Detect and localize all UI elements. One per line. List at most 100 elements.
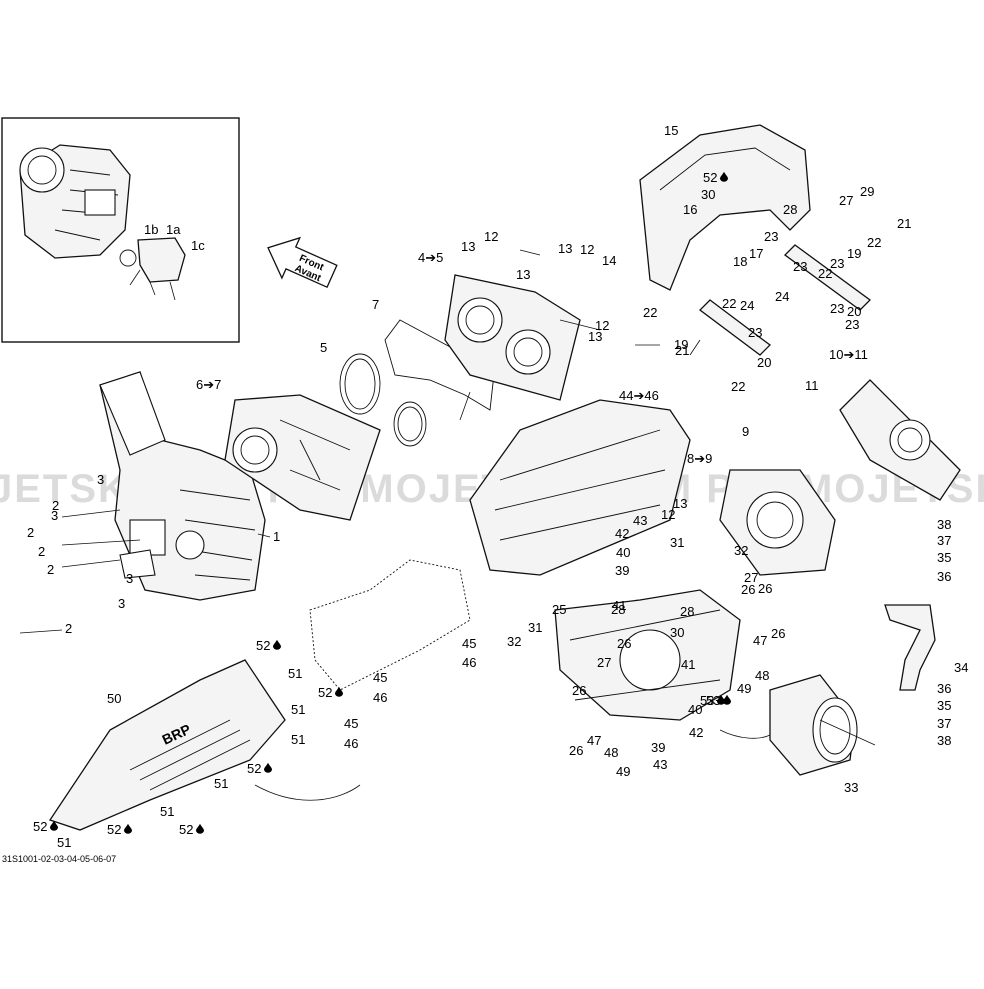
callout-1b: 1b bbox=[144, 222, 158, 237]
callout-21: 21 bbox=[675, 343, 689, 358]
callout-13: 13 bbox=[558, 241, 572, 256]
callout-19: 19 bbox=[674, 337, 688, 352]
callout-13: 13 bbox=[588, 329, 602, 344]
callout-44-to-46: 44➔46 bbox=[619, 388, 659, 403]
callout-26: 26 bbox=[572, 683, 586, 698]
intercooler-plate bbox=[444, 274, 581, 401]
callout-45: 45 bbox=[373, 670, 387, 685]
callout-46: 46 bbox=[462, 655, 476, 670]
callout-26: 26 bbox=[741, 582, 755, 597]
callout-50: 50 bbox=[107, 691, 121, 706]
callout-2: 2 bbox=[27, 525, 34, 540]
callout-39: 39 bbox=[651, 740, 665, 755]
lubricant-drop-icon bbox=[124, 823, 132, 834]
callout-12: 12 bbox=[484, 229, 498, 244]
callout-16: 16 bbox=[683, 202, 697, 217]
callout-22: 22 bbox=[731, 379, 745, 394]
callout-26: 26 bbox=[758, 581, 772, 596]
callout-12: 12 bbox=[661, 507, 675, 522]
callout-48: 48 bbox=[755, 668, 769, 683]
callout-28: 28 bbox=[680, 604, 694, 619]
callout-2: 2 bbox=[52, 498, 59, 513]
callout-34: 34 bbox=[954, 660, 968, 675]
callout-51: 51 bbox=[288, 666, 302, 681]
callout-48: 48 bbox=[604, 745, 618, 760]
callout-3: 3 bbox=[118, 596, 125, 611]
callout-22: 22 bbox=[722, 296, 736, 311]
pump-support-25-49 bbox=[554, 589, 741, 721]
callout-52: 52 bbox=[33, 819, 47, 834]
callout-52: 52 bbox=[318, 685, 332, 700]
leader-lines bbox=[19, 249, 876, 746]
callout-21: 21 bbox=[897, 216, 911, 231]
callout-1c: 1c bbox=[191, 238, 205, 253]
o-rings bbox=[339, 353, 427, 447]
callout-29: 29 bbox=[860, 184, 874, 199]
callout-10-to-11: 10➔11 bbox=[829, 347, 868, 362]
flange-10-11 bbox=[839, 379, 961, 501]
inset-engine-drawing bbox=[19, 144, 186, 301]
callout-32: 32 bbox=[734, 543, 748, 558]
callout-52: 52 bbox=[107, 822, 121, 837]
callout-43: 43 bbox=[653, 757, 667, 772]
assembly-arrow-left bbox=[254, 784, 361, 801]
callout-7: 7 bbox=[372, 297, 379, 312]
lubricant-drop-icon bbox=[196, 823, 204, 834]
lubricant-drop-icon bbox=[335, 686, 343, 697]
housing-8-9 bbox=[719, 469, 836, 576]
callout-30: 30 bbox=[701, 187, 715, 202]
callout-12: 12 bbox=[595, 318, 609, 333]
link-rod-lower bbox=[699, 299, 771, 356]
front-direction-arrow: Front Avant bbox=[267, 236, 338, 289]
callout-19: 19 bbox=[847, 246, 861, 261]
callout-51: 51 bbox=[291, 732, 305, 747]
callout-33: 33 bbox=[844, 780, 858, 795]
callout-23: 23 bbox=[764, 229, 778, 244]
intake-manifold-outline bbox=[309, 559, 471, 691]
callout-3: 3 bbox=[126, 571, 133, 586]
callout-24: 24 bbox=[740, 298, 754, 313]
callout-46: 46 bbox=[373, 690, 387, 705]
callout-37: 37 bbox=[937, 533, 951, 548]
cover-plate-6-7 bbox=[224, 394, 381, 521]
callout-22: 22 bbox=[818, 266, 832, 281]
callout-42: 42 bbox=[689, 725, 703, 740]
callout-51: 51 bbox=[291, 702, 305, 717]
callout-51: 51 bbox=[214, 776, 228, 791]
callout-52: 52 bbox=[256, 638, 270, 653]
callout-47: 47 bbox=[753, 633, 767, 648]
callout-39: 39 bbox=[615, 563, 629, 578]
callout-12: 12 bbox=[580, 242, 594, 257]
callout-13: 13 bbox=[673, 496, 687, 511]
callout-15: 15 bbox=[664, 123, 678, 138]
callout-20: 20 bbox=[847, 304, 861, 319]
lubricant-drop-icon bbox=[273, 639, 281, 650]
callout-26: 26 bbox=[569, 743, 583, 758]
callout-27: 27 bbox=[597, 655, 611, 670]
lubricant-drop-icon bbox=[264, 762, 272, 773]
callout-42: 42 bbox=[615, 526, 629, 541]
callout-23: 23 bbox=[830, 301, 844, 316]
callout-11: 11 bbox=[805, 378, 819, 393]
lubricant-drop-icon bbox=[723, 694, 731, 705]
callout-6-to-7: 6➔7 bbox=[196, 377, 221, 392]
callout-35: 35 bbox=[937, 550, 951, 565]
callout-17: 17 bbox=[749, 246, 763, 261]
callout-22: 22 bbox=[867, 235, 881, 250]
callout-35: 35 bbox=[937, 698, 951, 713]
callout-23: 23 bbox=[793, 259, 807, 274]
callout-43: 43 bbox=[633, 513, 647, 528]
callout-47: 47 bbox=[587, 733, 601, 748]
venturi-33 bbox=[769, 674, 858, 776]
callout-1a: 1a bbox=[166, 222, 181, 237]
link-rod-upper bbox=[784, 244, 871, 311]
callout-52: 52 bbox=[703, 170, 717, 185]
callout-2: 2 bbox=[47, 562, 54, 577]
callout-9: 9 bbox=[742, 424, 749, 439]
callout-2: 2 bbox=[38, 544, 45, 559]
callout-40: 40 bbox=[616, 545, 630, 560]
callout-14: 14 bbox=[602, 253, 616, 268]
callout-45: 45 bbox=[462, 636, 476, 651]
callout-26: 26 bbox=[771, 626, 785, 641]
